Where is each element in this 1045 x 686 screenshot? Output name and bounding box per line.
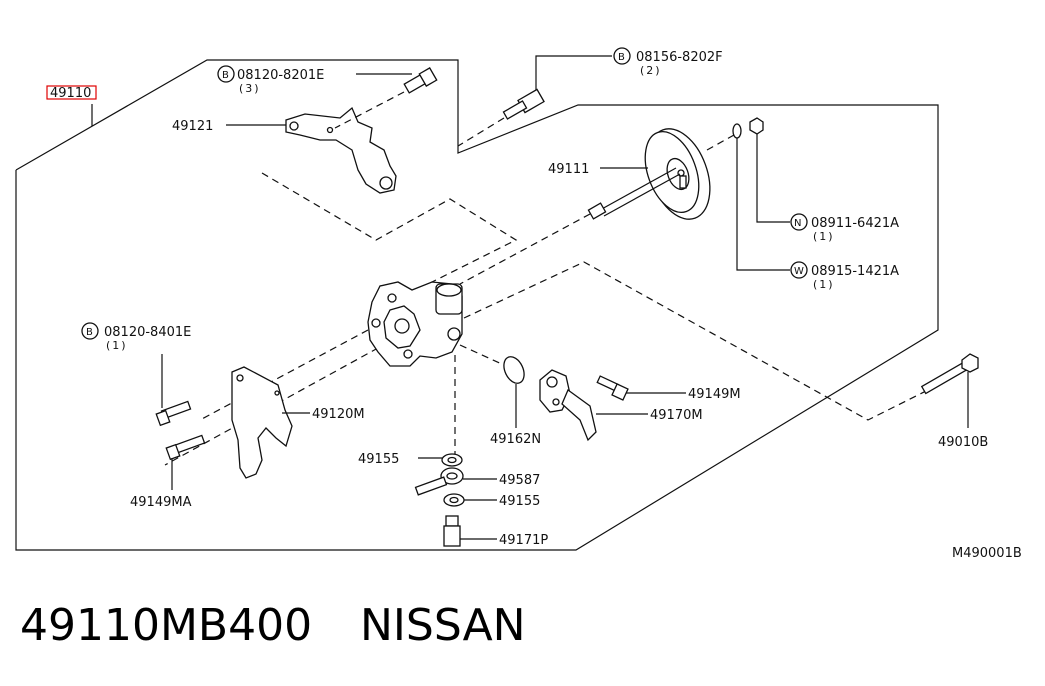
callout-B3-code: 08120-8401E [104,325,191,340]
banjo-49587 [414,467,464,496]
bracket-49121-region [261,172,518,309]
bolt-08120-8401E [155,400,192,427]
bolt-49149M [596,375,629,401]
part-49111-label: 49111 [548,162,589,177]
pump-shaft [587,167,681,220]
part-49149MA-label: 49149MA [130,495,192,510]
part-49155-top-label: 49155 [358,452,399,467]
callout-B2-letter: B [618,52,625,63]
callout-N-letter: N [794,218,801,229]
pump-body [367,281,463,367]
part-49155-bottom-label: 49155 [499,494,540,509]
washer-icon [732,123,742,139]
bracket-49121 [285,106,397,194]
assembly-ref-highlight [46,85,97,100]
assembly-outline [15,59,939,551]
bolt-08156-8202F [502,88,545,120]
callout-circle-B2 [613,47,631,65]
callout-circle-B3 [81,322,99,340]
callout-B1-qty: (3) [239,82,261,95]
drawing-code: M490001B [952,546,1022,561]
fitting-49170M [539,369,597,442]
part-49120M-label: 49120M [312,407,365,422]
oring-49162N [503,356,525,384]
bolt-08120-8201E [403,67,438,94]
caption-part-number: 49110MB400 [20,600,313,651]
caption-brand: NISSAN [360,600,526,651]
callout-circle-B1 [217,65,235,83]
part-49170M-label: 49170M [650,408,703,423]
part-49121-label: 49121 [172,119,213,134]
bracket-49120M [231,366,293,479]
callout-N-code: 08911-6421A [811,216,899,231]
callout-W-letter: W [794,266,804,277]
nut-icon [749,117,764,135]
callout-circle-W [790,261,808,279]
bolt-49010B [920,353,979,395]
bolt-49149MA [165,434,206,461]
callout-N-qty: (1) [813,230,835,243]
union-bolt-49171P [443,515,461,547]
pulley-49111 [644,128,711,220]
callout-W-code: 08915-1421A [811,264,899,279]
part-49149M-label: 49149M [688,387,741,402]
callout-B3-qty: (1) [106,339,128,352]
callout-W-qty: (1) [813,278,835,291]
part-49010B-label: 49010B [938,435,988,450]
callout-circle-N [790,213,808,231]
callout-B2-qty: (2) [640,64,662,77]
part-49587-label: 49587 [499,473,540,488]
callout-B1-code: 08120-8201E [237,68,324,83]
callout-B1-letter: B [222,70,229,81]
part-49171P-label: 49171P [499,533,548,548]
part-49162N-label: 49162N [490,432,541,447]
callout-B2-code: 08156-8202F [636,50,723,65]
callout-B3-letter: B [86,327,93,338]
assembly-ref-label: 49110 [50,86,91,101]
